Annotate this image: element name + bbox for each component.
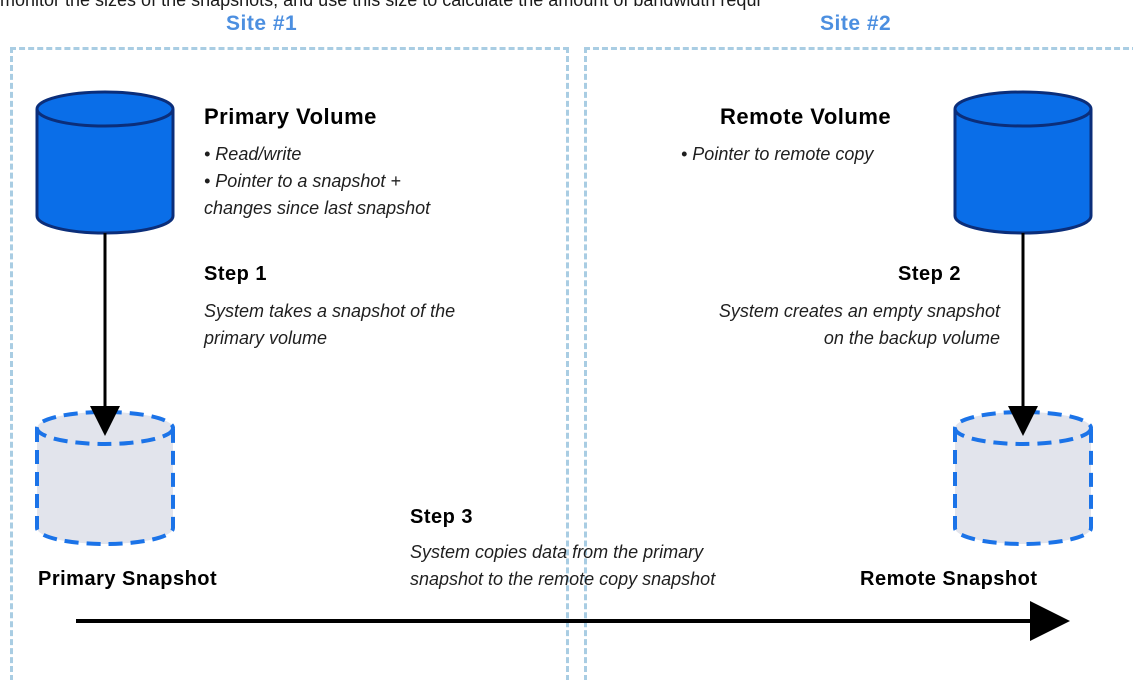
step1-title: Step 1 bbox=[204, 263, 268, 285]
step2-line: System creates an empty snapshot bbox=[718, 301, 1000, 321]
step1-line: System takes a snapshot of the bbox=[204, 301, 456, 321]
primary-volume-icon bbox=[35, 90, 175, 235]
step3-line: System copies data from the primary bbox=[410, 542, 704, 562]
remote-volume-bullets: • Pointer to remote copy bbox=[681, 141, 873, 168]
remote-snapshot-icon bbox=[953, 410, 1093, 546]
primary-volume-bullet: changes since last snapshot bbox=[204, 198, 431, 218]
site-2-panel bbox=[584, 47, 1133, 680]
remote-volume-bullet: • Pointer to remote copy bbox=[681, 144, 874, 164]
primary-volume-bullet: • Read/write bbox=[204, 144, 302, 164]
primary-snapshot-icon bbox=[35, 410, 175, 546]
step2-description: System creates an empty snapshot on the … bbox=[719, 298, 1000, 352]
site-2-title: Site #2 bbox=[820, 12, 892, 35]
remote-volume-title: Remote Volume bbox=[720, 104, 892, 129]
remote-volume-icon bbox=[953, 90, 1093, 235]
remote-snapshot-label: Remote Snapshot bbox=[860, 568, 1038, 590]
step3-description: System copies data from the primary snap… bbox=[410, 539, 715, 593]
site-1-title: Site #1 bbox=[226, 12, 298, 35]
step1-description: System takes a snapshot of the primary v… bbox=[204, 298, 455, 352]
primary-volume-bullets: • Read/write • Pointer to a snapshot + c… bbox=[204, 141, 430, 222]
step1-line: primary volume bbox=[204, 328, 328, 348]
step3-title: Step 3 bbox=[410, 506, 474, 528]
step3-line: snapshot to the remote copy snapshot bbox=[410, 569, 716, 589]
primary-snapshot-label: Primary Snapshot bbox=[38, 568, 218, 590]
site-1-panel bbox=[10, 47, 569, 680]
step2-line: on the backup volume bbox=[823, 328, 1000, 348]
step2-title: Step 2 bbox=[898, 263, 962, 285]
primary-volume-bullet: • Pointer to a snapshot + bbox=[204, 171, 401, 191]
header-text: monitor the sizes of the snapshots, and … bbox=[0, 0, 761, 10]
primary-volume-title: Primary Volume bbox=[204, 104, 377, 129]
